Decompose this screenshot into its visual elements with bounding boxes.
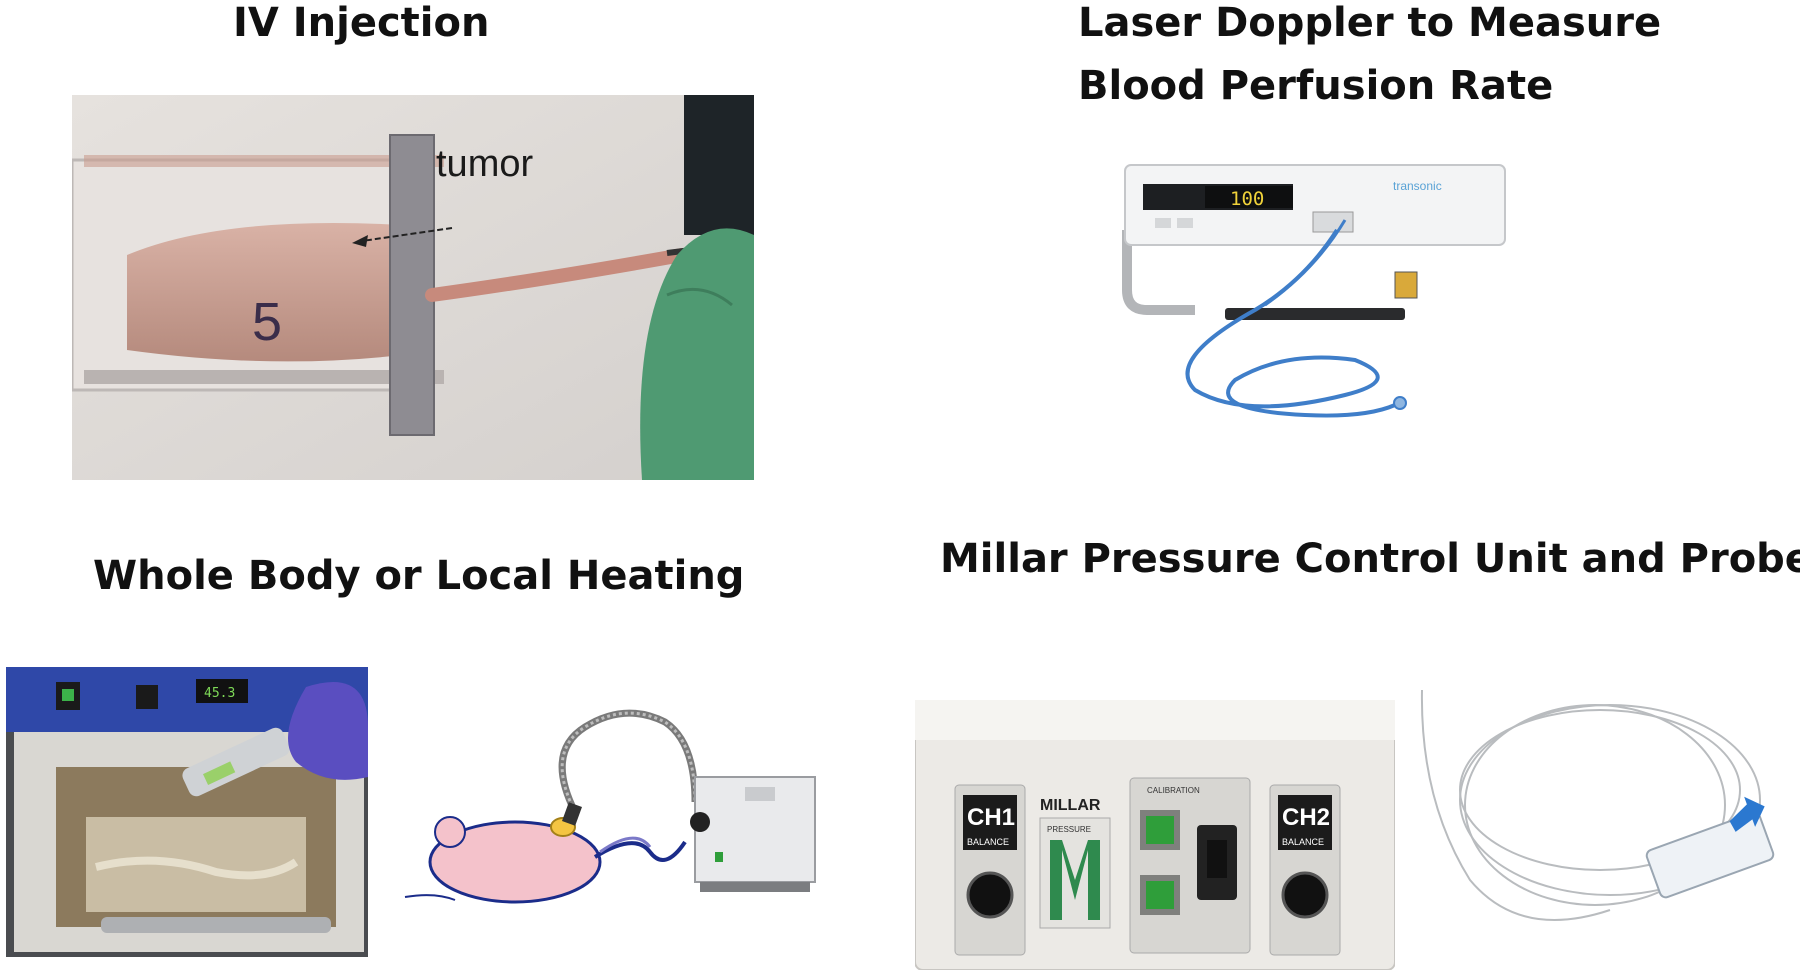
millar-probe (1420, 689, 1775, 921)
ch2-label: CH2 (1282, 804, 1330, 831)
heating-title: Whole Body or Local Heating (93, 553, 745, 599)
incubator-temperature-display: 45.3 (204, 686, 235, 701)
incubator-photo: 45.3 (6, 667, 368, 957)
millar-brand-label: MILLAR (1040, 797, 1101, 814)
local-heating-illustration (404, 709, 816, 904)
millar-control-unit: CH1 BALANCE MILLAR PRESSURE CALIBRATION … (915, 700, 1395, 970)
iv-injection-title: IV Injection (233, 0, 490, 46)
laser-doppler-title-line1: Laser Doppler to Measure (1078, 0, 1662, 46)
tube-number-label: 5 (252, 292, 282, 352)
pressure-label: PRESSURE (1047, 825, 1091, 834)
laser-doppler-title-line2: Blood Perfusion Rate (1078, 63, 1554, 109)
iv-injection-photo: 5 (72, 95, 754, 480)
ch2-balance-label: BALANCE (1282, 837, 1324, 847)
ch1-label: CH1 (967, 804, 1015, 831)
tumor-annotation: tumor (436, 143, 534, 185)
millar-title: Millar Pressure Control Unit and Probe (940, 536, 1800, 582)
doppler-display-readout: 100 (1230, 188, 1264, 210)
laser-doppler-device: 100 transonic (1122, 164, 1506, 418)
calibration-label: CALIBRATION (1147, 786, 1200, 795)
doppler-brand-label: transonic (1393, 179, 1442, 193)
ch1-balance-label: BALANCE (967, 837, 1009, 847)
